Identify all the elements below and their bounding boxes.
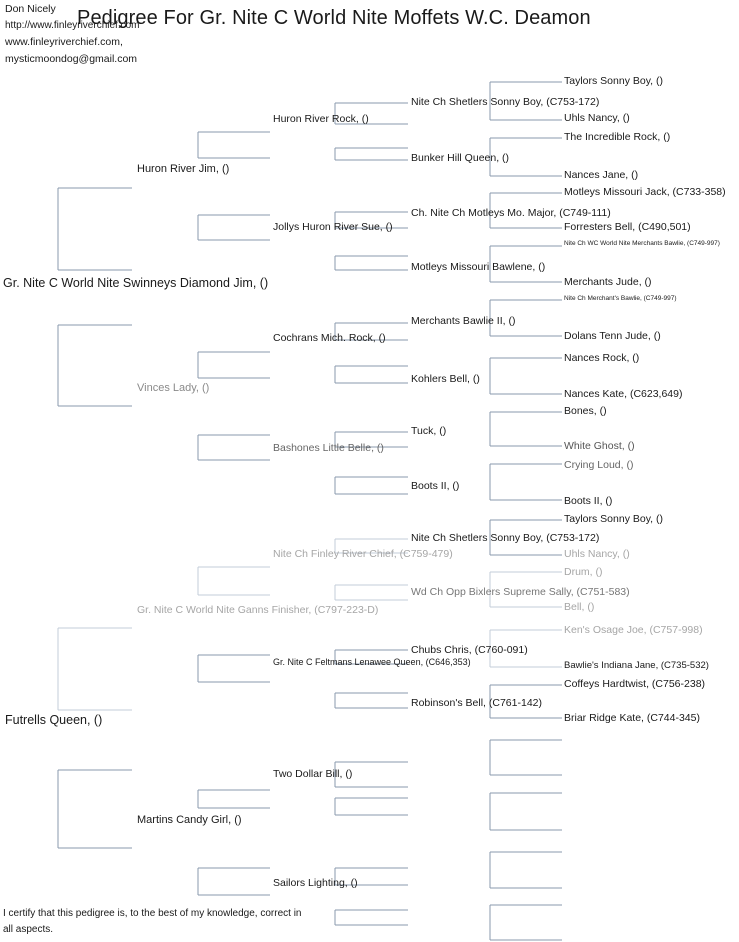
g5-ancestor: Merchants Jude, () [564,276,652,288]
dam-dam: Martins Candy Girl, () [137,814,242,826]
g5-ancestor: Drum, () [564,566,603,578]
g3-ancestor: Gr. Nite C Feltmans Lenawee Queen, (C646… [273,657,471,667]
g4-ancestor: Nite Ch Shetlers Sonny Boy, (C753-172) [411,532,600,544]
g4-ancestor: Chubs Chris, (C760-091) [411,644,528,656]
g4-ancestor: Boots II, () [411,480,460,492]
dam-sire: Gr. Nite C World Nite Ganns Finisher, (C… [137,604,379,616]
breeder-website-link[interactable]: http://www.finleyriverchief.com [5,20,140,31]
g5-ancestor: Taylors Sonny Boy, () [564,513,664,525]
g4-ancestor: Nite Ch Shetlers Sonny Boy, (C753-172) [411,96,600,108]
g5-ancestor: Briar Ridge Kate, (C744-345) [564,712,700,724]
breeder-name: Don Nicely [5,3,56,15]
g4-ancestor: Ch. Nite Ch Motleys Mo. Major, (C749-111… [411,207,611,219]
g5-ancestor: Nances Jane, () [564,169,639,181]
g5-ancestor: Uhls Nancy, () [564,112,630,124]
g4-ancestor: Bunker Hill Queen, () [411,152,510,164]
g5-ancestor: Boots II, () [564,495,613,507]
page-title: Pedigree For Gr. Nite C World Nite Moffe… [77,7,591,29]
sire-dam: Vinces Lady, () [137,382,210,394]
g4-ancestor: Merchants Bawlie II, () [411,315,516,327]
g5-ancestor: Nite Ch WC World Nite Merchants Bawlie, … [564,240,720,247]
g3-ancestor: Nite Ch Finley River Chief, (C759-479) [273,548,453,560]
certification-statement: I certify that this pedigree is, to the … [3,908,302,935]
g5-ancestor: Uhls Nancy, () [564,548,630,560]
g3-ancestor: Huron River Rock, () [273,113,369,125]
g3-ancestor: Cochrans Mich. Rock, () [273,332,386,344]
g5-ancestor: Bones, () [564,405,607,417]
g5-ancestor: Crying Loud, () [564,459,634,471]
g5-ancestor: Nite Ch Merchant's Bawlie, (C749-997) [564,295,677,302]
g3-ancestor: Jollys Huron River Sue, () [273,221,393,233]
dam: Futrells Queen, () [5,713,103,727]
g4-ancestor: Kohlers Bell, () [411,373,480,385]
g3-ancestor: Sailors Lighting, () [273,877,358,889]
sire-sire: Huron River Jim, () [137,163,230,175]
g3-ancestor: Two Dollar Bill, () [273,768,353,780]
g5-ancestor: Bawlie's Indiana Jane, (C735-532) [564,660,709,671]
g4-ancestor: Tuck, () [411,425,447,437]
sire: Gr. Nite C World Nite Swinneys Diamond J… [3,276,269,290]
breeder-website-text[interactable]: www.finleyriverchief.com, [5,36,123,48]
breeder-email[interactable]: mysticmoondog@gmail.com [5,53,138,65]
g5-ancestor: Dolans Tenn Jude, () [564,330,661,342]
g5-ancestor: Coffeys Hardtwist, (C756-238) [564,678,706,690]
g4-ancestor: Robinson's Bell, (C761-142) [411,697,542,709]
g5-ancestor: White Ghost, () [564,440,635,452]
g5-ancestor: Taylors Sonny Boy, () [564,75,664,87]
g4-ancestor: Wd Ch Opp Bixlers Supreme Sally, (C751-5… [411,586,630,598]
g5-ancestor: Nances Kate, (C623,649) [564,388,683,400]
g4-ancestor: Motleys Missouri Bawlene, () [411,261,546,273]
g5-ancestor: Ken's Osage Joe, (C757-998) [564,624,703,636]
g5-ancestor: Bell, () [564,601,595,613]
g5-ancestor: The Incredible Rock, () [564,131,671,143]
g5-ancestor: Nances Rock, () [564,352,640,364]
g3-ancestor: Bashones Little Belle, () [273,442,384,454]
g5-ancestor: Motleys Missouri Jack, (C733-358) [564,186,726,198]
g5-ancestor: Forresters Bell, (C490,501) [564,221,691,233]
